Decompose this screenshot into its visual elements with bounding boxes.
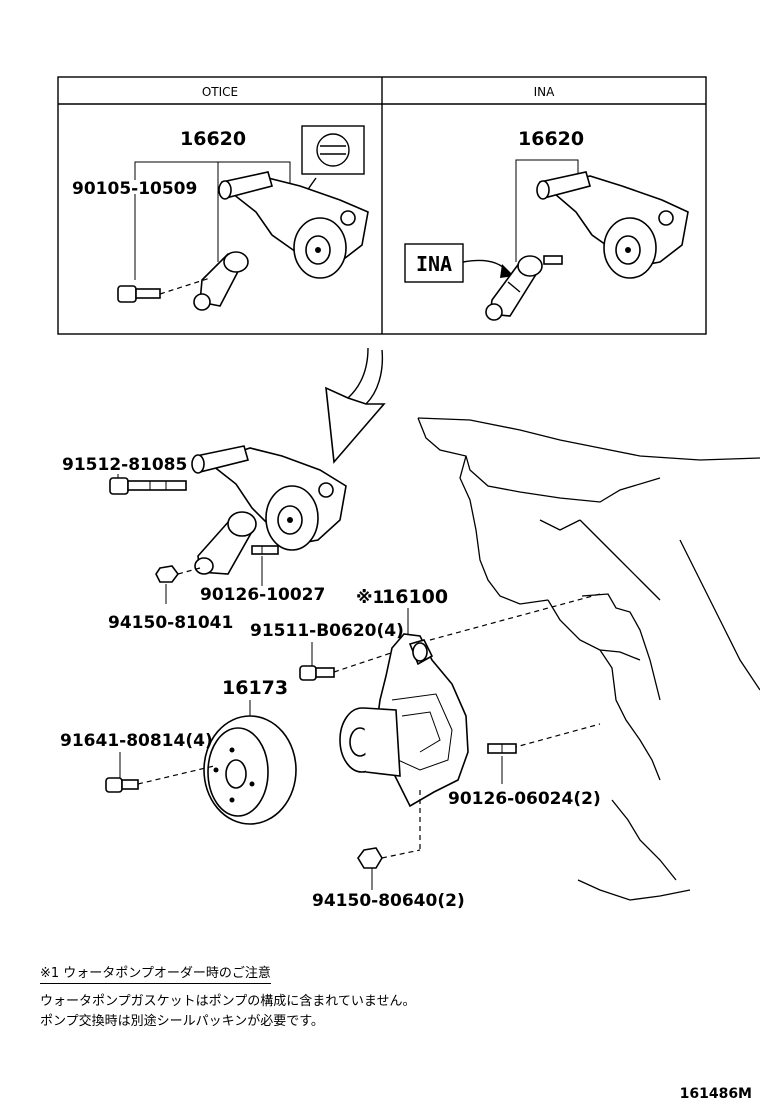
engine-block-outline — [417, 417, 760, 901]
main-tensioner-assembly: 91512-81085 90126-10027 94150-81041 — [62, 445, 347, 633]
figure-id: 161486M — [679, 1086, 752, 1102]
ina-tag-label: INA — [416, 252, 452, 276]
callout-bolt-top: 91512-81085 — [62, 455, 187, 475]
callout-nut: 94150-81041 — [108, 613, 233, 633]
otice-assembly-number: 16620 — [180, 128, 246, 150]
callout-pulley-bolt: 91641-80814(4) — [60, 731, 213, 751]
note-line-2: ポンプ交換時は別途シールパッキンが必要です。 — [40, 1014, 324, 1029]
inset-header-otice: OTICE — [202, 85, 238, 99]
note-line-1: ウォータポンプガスケットはポンプの構成に含まれていません。 — [40, 994, 416, 1009]
callout-pump-bolt: 91511-B0620(4) — [250, 621, 404, 641]
callout-pump: 16100 — [382, 586, 448, 608]
callout-pump-mark: ※1 — [356, 588, 384, 608]
water-pump-assembly: ※1 16100 91511-B0620(4) 90126-06024(2) 9… — [250, 586, 601, 911]
callout-pump-nut: 94150-80640(2) — [312, 891, 465, 911]
callout-pump-stud: 90126-06024(2) — [448, 789, 601, 809]
ina-tag-box: INA — [404, 243, 464, 283]
otice-tensioner-drawing: 16620 90105-10509 — [72, 125, 369, 311]
water-pump-pulley: 16173 91641-80814(4) — [60, 677, 297, 825]
callout-stud: 90126-10027 — [200, 585, 325, 605]
otice-detail-circle — [301, 125, 365, 175]
otice-bolt-number: 90105-10509 — [72, 179, 197, 199]
inset-box: OTICE INA — [57, 76, 707, 335]
note-title: ※1 ウォータポンプオーダー時のご注意 — [40, 962, 271, 984]
inset-header-ina: INA — [534, 85, 556, 99]
ina-assembly-number: 16620 — [518, 128, 584, 150]
reference-arrow — [325, 347, 386, 464]
callout-pulley: 16173 — [222, 677, 288, 699]
ina-tensioner-drawing: 16620 INA — [404, 128, 689, 321]
